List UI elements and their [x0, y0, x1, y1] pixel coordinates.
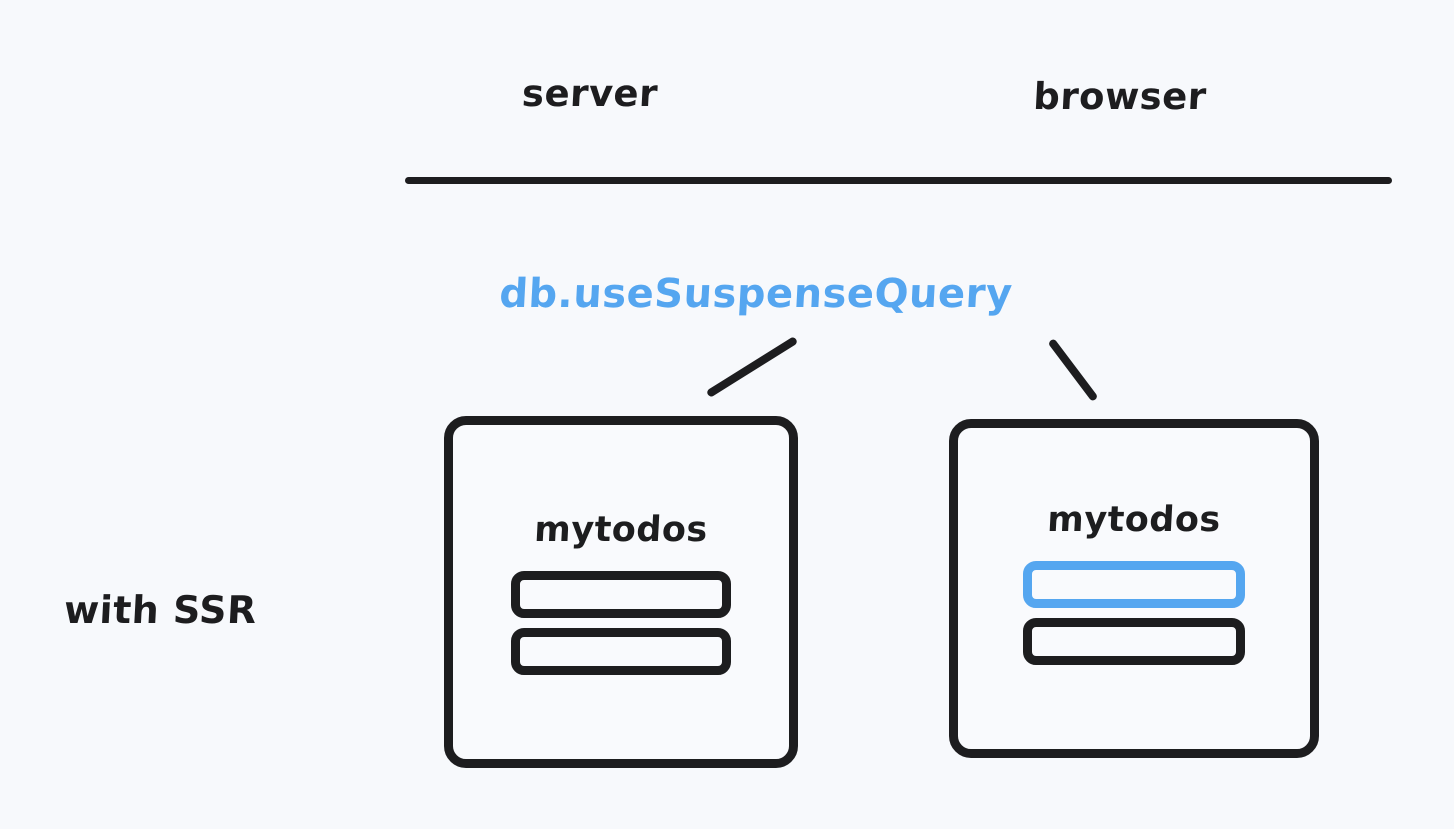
header-divider-line — [405, 177, 1392, 184]
hook-label-use-suspense-query: db.useSuspenseQuery — [498, 271, 1014, 317]
app-box-browser: mytodos — [949, 419, 1319, 758]
diagram-caption: with SSR — [62, 588, 259, 632]
todo-row — [511, 628, 731, 675]
app-box-browser-todo-list — [958, 561, 1310, 665]
todo-row — [1023, 618, 1245, 665]
column-header-browser: browser — [1032, 75, 1208, 118]
connector-to-browser-icon — [1047, 338, 1099, 402]
connector-to-server-icon — [705, 336, 799, 398]
app-box-server: mytodos — [444, 416, 798, 768]
todo-row — [511, 571, 731, 618]
app-box-browser-title: mytodos — [1046, 500, 1222, 540]
todo-row-highlighted — [1023, 561, 1245, 608]
column-header-server: server — [520, 72, 660, 115]
app-box-server-title: mytodos — [533, 510, 709, 550]
app-box-server-todo-list — [453, 571, 789, 675]
